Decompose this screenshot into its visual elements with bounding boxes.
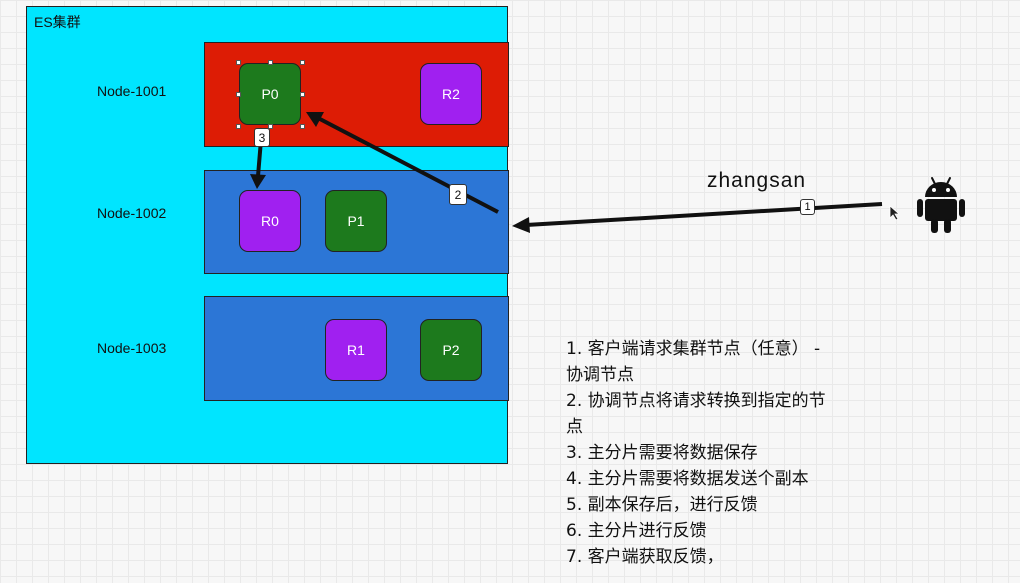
shard-r1: R1 bbox=[325, 319, 387, 381]
selection-handle[interactable] bbox=[268, 60, 273, 65]
shard-p0[interactable]: P0 bbox=[239, 63, 301, 125]
step-line: 6. 主分片进行反馈 bbox=[566, 521, 707, 541]
cursor-icon bbox=[889, 205, 901, 221]
step-line: 3. 主分片需要将数据保存 bbox=[566, 443, 758, 463]
step-line: 点 bbox=[566, 417, 583, 437]
arrow-head bbox=[306, 112, 324, 127]
step-line: 5. 副本保存后，进行反馈 bbox=[566, 495, 758, 515]
node-label-1001: Node-1001 bbox=[97, 83, 167, 99]
step-line: 4. 主分片需要将数据发送个副本 bbox=[566, 469, 809, 489]
selection-handle[interactable] bbox=[236, 92, 241, 97]
cluster-title: ES集群 bbox=[34, 14, 81, 30]
android-icon bbox=[917, 177, 965, 233]
client-name: zhangsan bbox=[707, 169, 807, 192]
selection-handle[interactable] bbox=[300, 60, 305, 65]
node-label-1003: Node-1003 bbox=[97, 340, 167, 356]
shard-r0: R0 bbox=[239, 190, 301, 252]
selection-handle[interactable] bbox=[236, 124, 241, 129]
arrow-label-2: 2 bbox=[449, 184, 467, 205]
shard-p1: P1 bbox=[325, 190, 387, 252]
arrow-forward bbox=[317, 116, 499, 214]
arrow-request bbox=[525, 202, 883, 227]
arrow-label-3: 3 bbox=[254, 128, 270, 147]
node-label-1002: Node-1002 bbox=[97, 205, 167, 221]
shard-r2: R2 bbox=[420, 63, 482, 125]
selection-handle[interactable] bbox=[236, 60, 241, 65]
selection-handle[interactable] bbox=[300, 92, 305, 97]
selection-handle[interactable] bbox=[268, 124, 273, 129]
arrow-label-1: 1 bbox=[800, 199, 815, 215]
shard-p2: P2 bbox=[420, 319, 482, 381]
step-line: 7. 客户端获取反馈， bbox=[566, 547, 724, 567]
steps-list: 1. 客户端请求集群节点（任意） - 协调节点 2. 协调节点将请求转换到指定的… bbox=[566, 336, 826, 570]
step-line: 2. 协调节点将请求转换到指定的节 bbox=[566, 391, 826, 411]
selection-handle[interactable] bbox=[300, 124, 305, 129]
step-line: 协调节点 bbox=[566, 365, 634, 385]
arrow-head bbox=[250, 174, 266, 189]
step-line: 1. 客户端请求集群节点（任意） - bbox=[566, 339, 821, 359]
arrow-head bbox=[512, 217, 530, 233]
